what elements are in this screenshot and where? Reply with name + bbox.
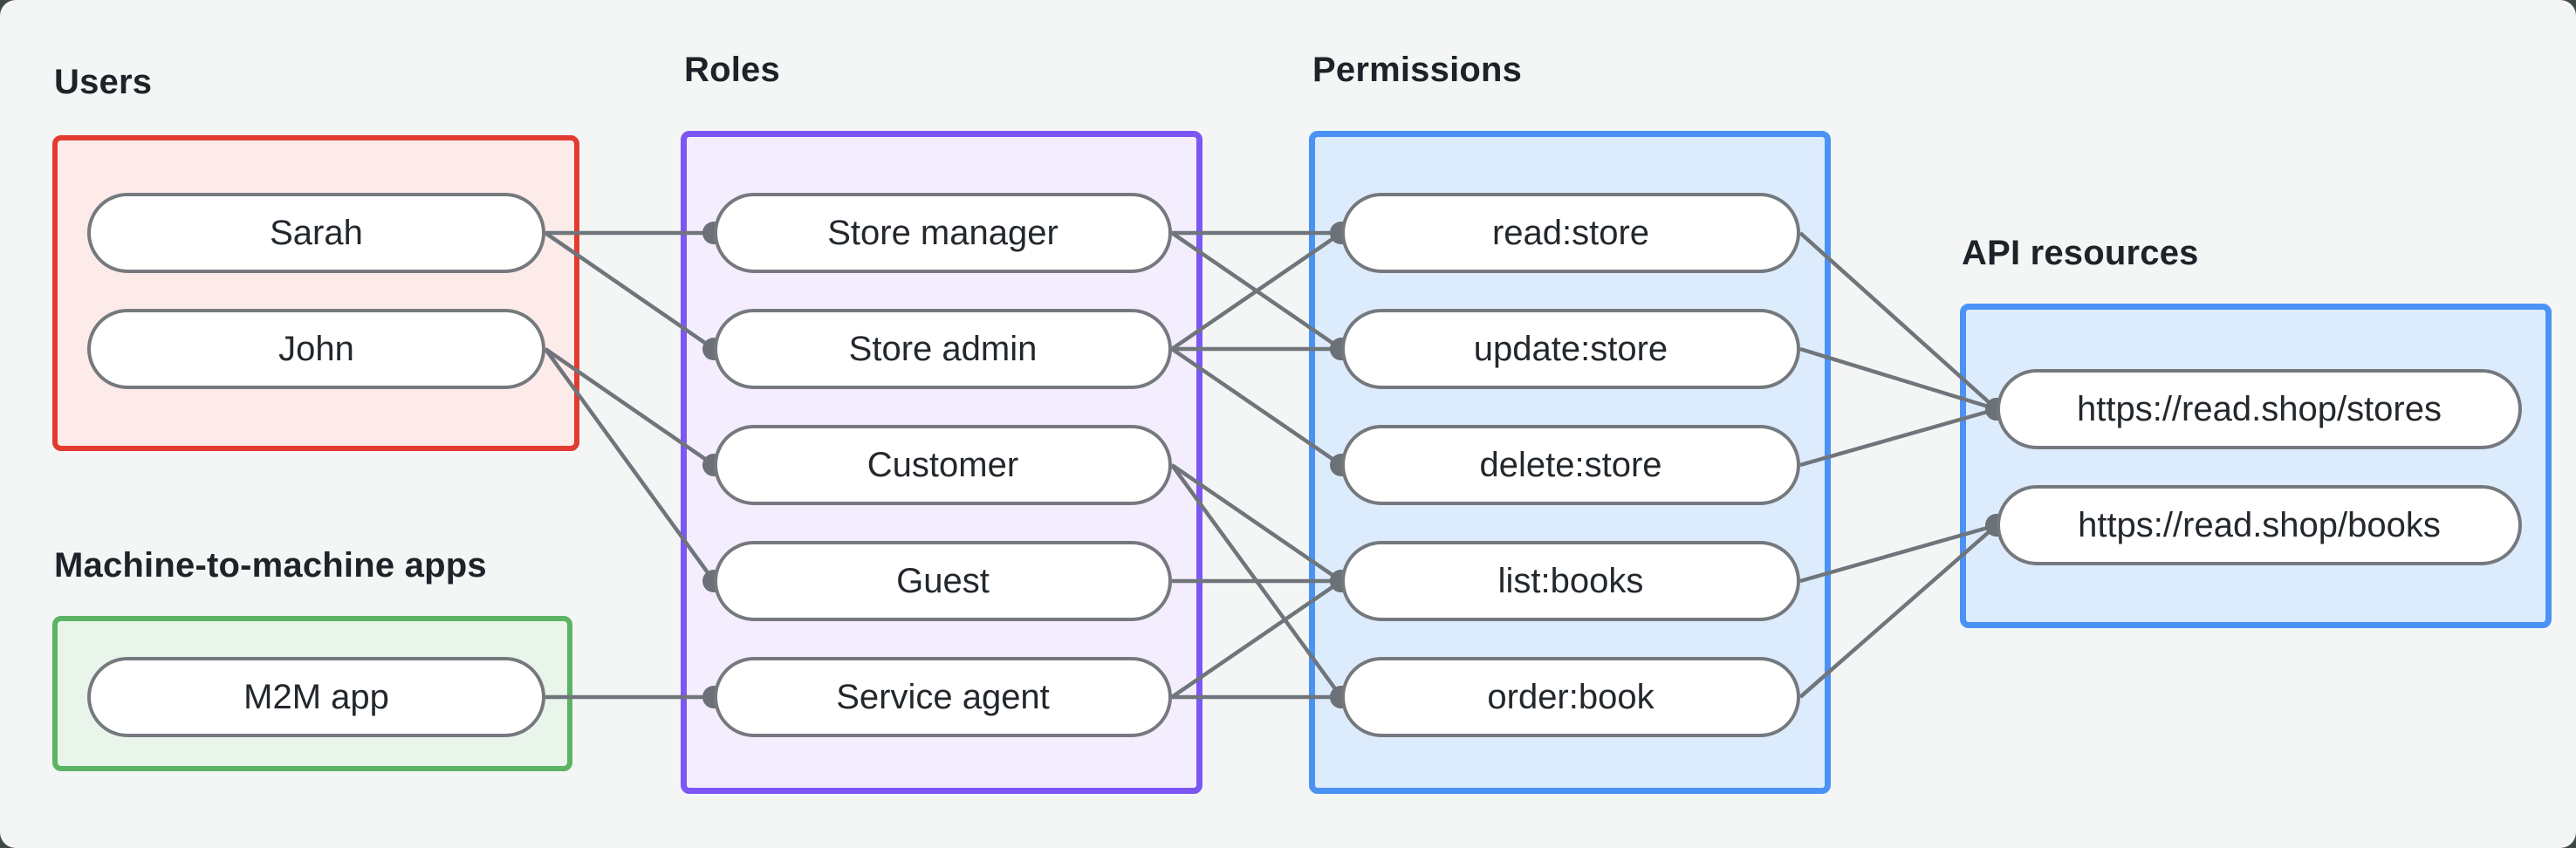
node-label: order:book — [1487, 677, 1655, 716]
node-label: Guest — [896, 561, 990, 600]
node-update-store: update:store — [1341, 309, 1800, 389]
node-delete-store: delete:store — [1341, 425, 1800, 505]
users-box — [52, 135, 579, 451]
node-order-book: order:book — [1341, 657, 1800, 737]
users-section-label: Users — [54, 63, 153, 101]
api-resources-section-label: API resources — [1962, 234, 2199, 272]
node-books-api: https://read.shop/books — [1997, 485, 2522, 565]
node-label: delete:store — [1479, 445, 1662, 484]
node-label: read:store — [1491, 213, 1650, 252]
node-label: John — [278, 329, 354, 368]
node-label: Store admin — [848, 329, 1038, 368]
node-john: John — [87, 309, 545, 389]
node-list-books: list:books — [1341, 541, 1800, 621]
node-label: Customer — [867, 445, 1019, 484]
m2m-section-label: Machine-to-machine apps — [54, 546, 487, 585]
node-label: https://read.shop/stores — [2076, 389, 2442, 428]
node-m2m-app: M2M app — [87, 657, 545, 737]
node-label: list:books — [1497, 561, 1644, 600]
node-label: Service agent — [836, 677, 1050, 716]
node-label: M2M app — [243, 677, 389, 716]
node-guest: Guest — [714, 541, 1172, 621]
node-read-store: read:store — [1341, 193, 1800, 273]
node-sarah: Sarah — [87, 193, 545, 273]
node-store-manager: Store manager — [714, 193, 1172, 273]
node-store-admin: Store admin — [714, 309, 1172, 389]
node-label: https://read.shop/books — [2078, 505, 2441, 544]
permissions-section-label: Permissions — [1312, 51, 1523, 89]
roles-section-label: Roles — [684, 51, 780, 89]
node-label: update:store — [1473, 329, 1668, 368]
node-customer: Customer — [714, 425, 1172, 505]
node-label: Sarah — [270, 213, 363, 252]
api-resources-box — [1960, 304, 2552, 628]
node-stores-api: https://read.shop/stores — [1997, 369, 2522, 449]
node-service-agent: Service agent — [714, 657, 1172, 737]
node-label: Store manager — [827, 213, 1058, 252]
